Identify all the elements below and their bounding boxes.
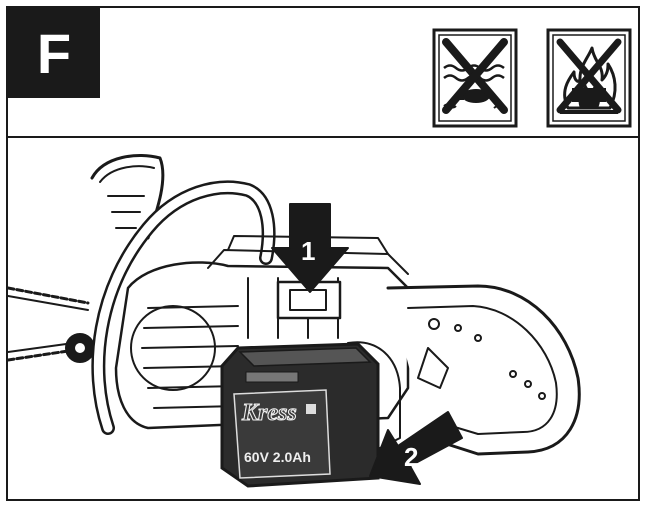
battery-rating: 60V 2.0Ah [244, 449, 311, 465]
battery-brand: Kress [241, 400, 297, 426]
arrow-1: 1 [271, 203, 349, 293]
callout-2: 2 [404, 442, 418, 472]
arrow-2: 2 [369, 411, 463, 485]
battery-pack: Kress 60V 2.0Ah [220, 342, 380, 488]
chainsaw-illustration: Kress 60V 2.0Ah 1 2 [8, 154, 581, 488]
figure-frame: F [6, 6, 640, 501]
callout-1: 1 [301, 236, 315, 266]
no-fire-icon [546, 28, 632, 128]
figure-header: F [8, 8, 638, 138]
step-letter: F [8, 8, 100, 98]
no-water-icon [432, 28, 518, 128]
